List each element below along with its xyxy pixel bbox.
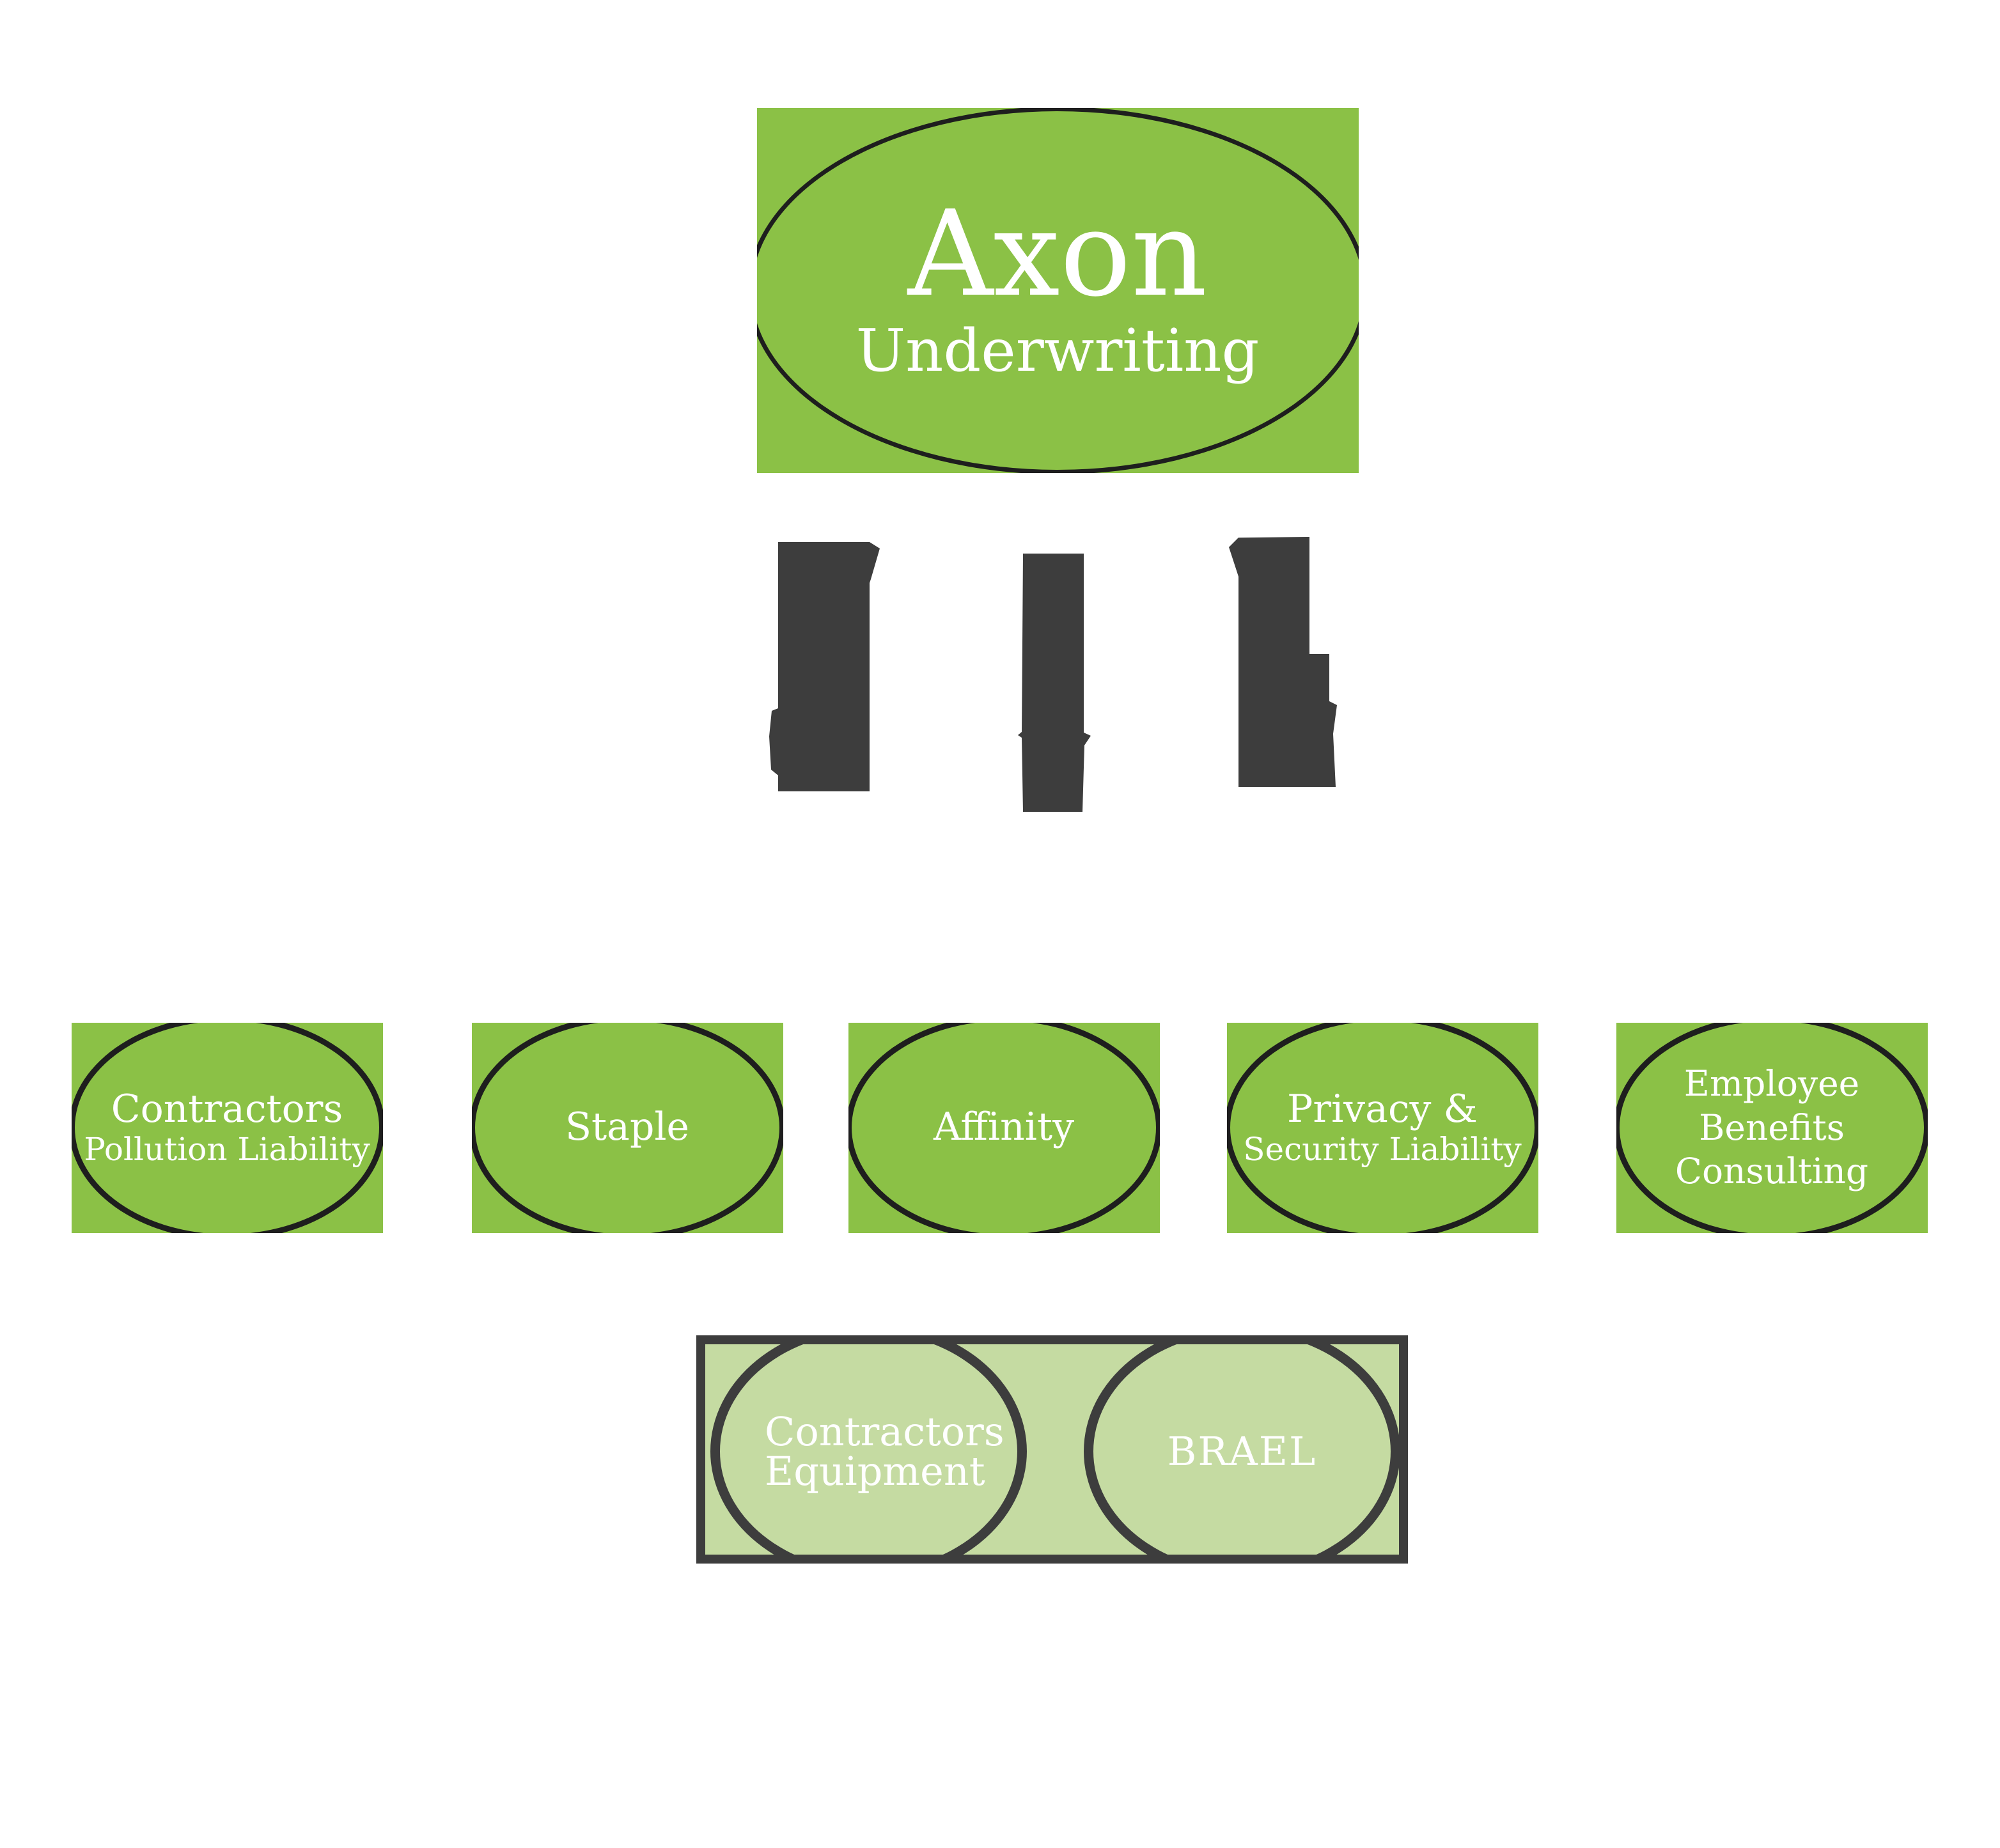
node-label-line: Equipment xyxy=(765,1447,985,1495)
node-staple: Staple xyxy=(472,1023,783,1233)
node-label-line: Security Liability xyxy=(1243,1130,1522,1168)
node-affinity: Affinity xyxy=(848,1023,1160,1233)
node-label-line: Staple xyxy=(565,1105,690,1150)
root-subtitle: Underwriting xyxy=(855,316,1260,385)
root-title: Axon xyxy=(907,184,1208,323)
node-label: Privacy & Security Liability xyxy=(1243,1088,1522,1167)
node-label: Employee Benefits Consulting xyxy=(1675,1062,1868,1193)
node-label-line: Contractors xyxy=(765,1408,1004,1455)
node-contractors-equipment: Contractors Equipment xyxy=(710,1344,1027,1555)
root-ellipse: Axon Underwriting xyxy=(757,108,1359,473)
node-brael: BRAEL xyxy=(1084,1344,1399,1555)
node-axon-underwriting: Axon Underwriting xyxy=(757,108,1359,473)
brush-arrow-down-icon xyxy=(1229,537,1337,787)
node-ellipse: Contractors Pollution Liability xyxy=(72,1023,383,1233)
node-ellipse: Employee Benefits Consulting xyxy=(1616,1023,1928,1233)
brush-arrow-down-icon xyxy=(769,542,880,791)
node-label: Affinity xyxy=(934,1106,1074,1149)
node-label-line: Consulting xyxy=(1675,1151,1869,1192)
node-label-line: Benefits xyxy=(1699,1106,1845,1148)
node-ellipse: Privacy & Security Liability xyxy=(1227,1023,1538,1233)
node-label-line: Privacy & xyxy=(1287,1087,1478,1132)
node-label: BRAEL xyxy=(1168,1428,1316,1475)
root-label: Axon Underwriting xyxy=(855,184,1260,388)
node-label: Contractors Equipment xyxy=(720,1408,1004,1495)
node-ellipse: Affinity xyxy=(848,1023,1160,1233)
node-employee-benefits-consulting: Employee Benefits Consulting xyxy=(1616,1023,1928,1233)
node-label: Staple xyxy=(565,1106,689,1149)
group-box-subsidiaries: Contractors Equipment BRAEL xyxy=(696,1335,1408,1564)
node-label-line: Employee xyxy=(1684,1062,1860,1104)
node-contractors-pollution-liability: Contractors Pollution Liability xyxy=(72,1023,383,1233)
node-label-line: Contractors xyxy=(111,1087,343,1132)
node-ellipse: Staple xyxy=(472,1023,783,1233)
node-label-line: BRAEL xyxy=(1167,1428,1317,1475)
node-privacy-security-liability: Privacy & Security Liability xyxy=(1227,1023,1538,1233)
node-label: Contractors Pollution Liability xyxy=(84,1088,370,1167)
node-label-line: Affinity xyxy=(934,1105,1074,1150)
connectors-layer xyxy=(769,537,1337,812)
node-label-line: Pollution Liability xyxy=(84,1130,370,1168)
brush-arrow-down-icon xyxy=(1018,554,1091,812)
